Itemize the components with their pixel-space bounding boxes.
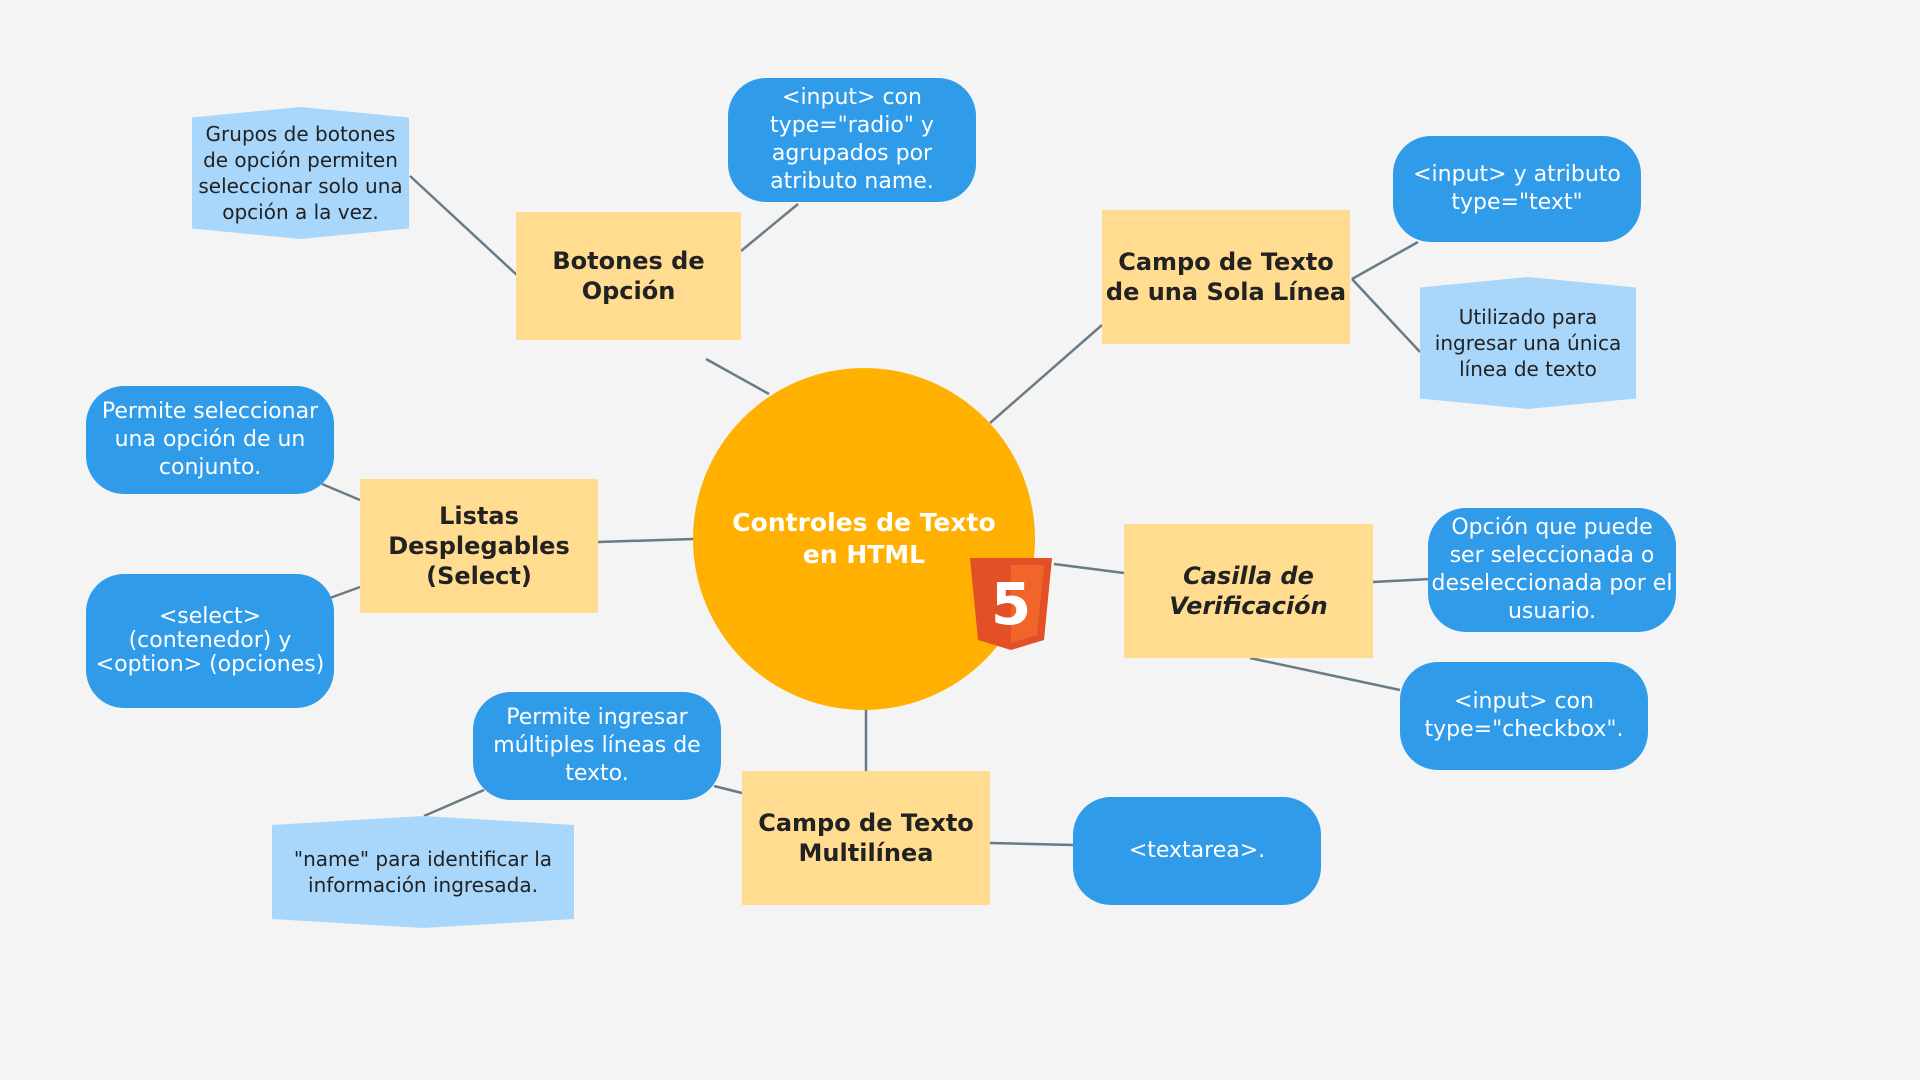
note-radio-group: Grupos de botones de opción permiten sel… — [192, 107, 409, 239]
detail-checkbox-description: Opción que puede ser seleccionada o dese… — [1428, 508, 1676, 632]
central-topic: Controles de Texto en HTML — [693, 368, 1035, 710]
detail-text: <input> y atributo type="text" — [1413, 162, 1621, 215]
detail-select-description: Permite seleccionar una opción de un con… — [86, 386, 334, 494]
connector-line — [1372, 577, 1431, 584]
connector-line — [1351, 278, 1421, 353]
connector-line — [705, 357, 770, 396]
topic-casilla-de-verificacion: Casilla de Verificación — [1124, 524, 1373, 658]
detail-text: <textarea>. — [1128, 838, 1266, 863]
detail-text: <select> (contenedor) y <option> (opcion… — [95, 604, 325, 677]
connector-line — [321, 482, 361, 502]
topic-campo-texto-multilinea: Campo de Texto Multilínea — [742, 771, 990, 905]
topic-campo-texto-una-linea: Campo de Texto de una Sola Línea — [1102, 210, 1350, 344]
topic-label: Campo de Texto Multilínea — [758, 809, 974, 867]
note-text: Utilizado para ingresar una única línea … — [1434, 305, 1622, 381]
detail-select-tags: <select> (contenedor) y <option> (opcion… — [86, 574, 334, 708]
connector-line — [989, 324, 1103, 424]
detail-text-input: <input> y atributo type="text" — [1393, 136, 1641, 242]
topic-label: Listas Desplegables (Select) — [388, 502, 570, 590]
connector-line — [1351, 240, 1419, 281]
detail-text: Opción que puede ser seleccionada o dese… — [1431, 515, 1673, 624]
detail-radio-input: <input> con type="radio" y agrupados por… — [728, 78, 976, 202]
detail-text: <input> con type="radio" y agrupados por… — [770, 85, 934, 194]
connector-line — [1053, 562, 1125, 575]
topic-label: Casilla de Verificación — [1169, 562, 1328, 620]
detail-text: <input> con type="checkbox". — [1424, 689, 1624, 742]
connector-line — [409, 175, 519, 277]
connector-line — [597, 537, 694, 544]
note-text: "name" para identificar la información i… — [293, 847, 553, 897]
detail-text: Permite ingresar múltiples líneas de tex… — [493, 705, 701, 786]
connector-line — [713, 784, 743, 795]
detail-textarea-tag: <textarea>. — [1073, 797, 1321, 905]
note-name-attribute: "name" para identificar la información i… — [272, 816, 574, 928]
connector-line — [740, 203, 799, 252]
html5-logo-text: 5 — [991, 570, 1031, 638]
detail-text: Permite seleccionar una opción de un con… — [101, 399, 319, 480]
connector-line — [423, 788, 485, 818]
central-topic-title: Controles de Texto en HTML — [732, 508, 996, 569]
note-text: Grupos de botones de opción permiten sel… — [198, 122, 403, 224]
connector-line — [989, 841, 1074, 847]
topic-label: Campo de Texto de una Sola Línea — [1105, 248, 1347, 306]
detail-textarea-description: Permite ingresar múltiples líneas de tex… — [473, 692, 721, 800]
topic-label: Botones de Opción — [552, 247, 705, 305]
note-single-line: Utilizado para ingresar una única línea … — [1420, 277, 1636, 409]
detail-checkbox-input: <input> con type="checkbox". — [1400, 662, 1648, 770]
connector-line — [1249, 656, 1401, 692]
connector-line — [329, 585, 361, 600]
topic-listas-desplegables: Listas Desplegables (Select) — [360, 479, 598, 613]
topic-botones-de-opcion: Botones de Opción — [516, 212, 741, 340]
html5-logo-icon: 5 — [970, 558, 1052, 650]
